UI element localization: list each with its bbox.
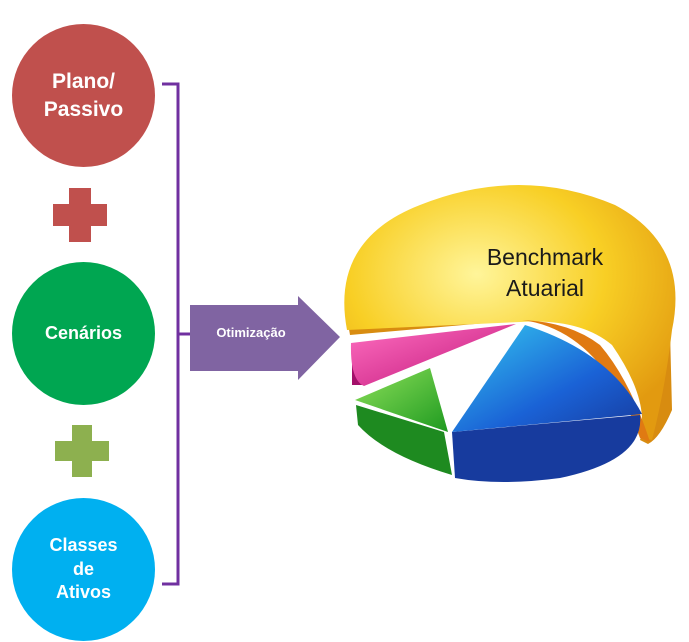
pie-slice-blue-side	[452, 415, 641, 482]
pie-slice-blue	[452, 325, 642, 432]
classes-de-ativos-circle: Classes de Ativos	[12, 498, 155, 641]
optimization-arrow	[190, 296, 340, 380]
pie-slice-yellow	[344, 185, 676, 440]
otimizacao-label: Otimização	[216, 325, 286, 340]
plano-passivo-circle: Plano/ Passivo	[12, 24, 155, 167]
cenarios-label: Cenários	[44, 322, 123, 343]
pie-slice-green	[355, 368, 448, 432]
grouping-bracket	[162, 82, 190, 586]
benchmark-atuarial-title: Benchmark Atuarial	[486, 244, 604, 302]
benchmark-pie-chart	[344, 185, 676, 482]
pie-slice-pink	[350, 324, 516, 386]
plus-icon	[55, 425, 109, 477]
cenarios-circle: Cenários	[12, 262, 155, 405]
plus-icon	[53, 188, 107, 242]
classes-de-ativos-label: Classes de Ativos	[49, 535, 118, 603]
plano-passivo-label: Plano/ Passivo	[43, 70, 124, 121]
pie-slice-green-side	[356, 405, 452, 475]
